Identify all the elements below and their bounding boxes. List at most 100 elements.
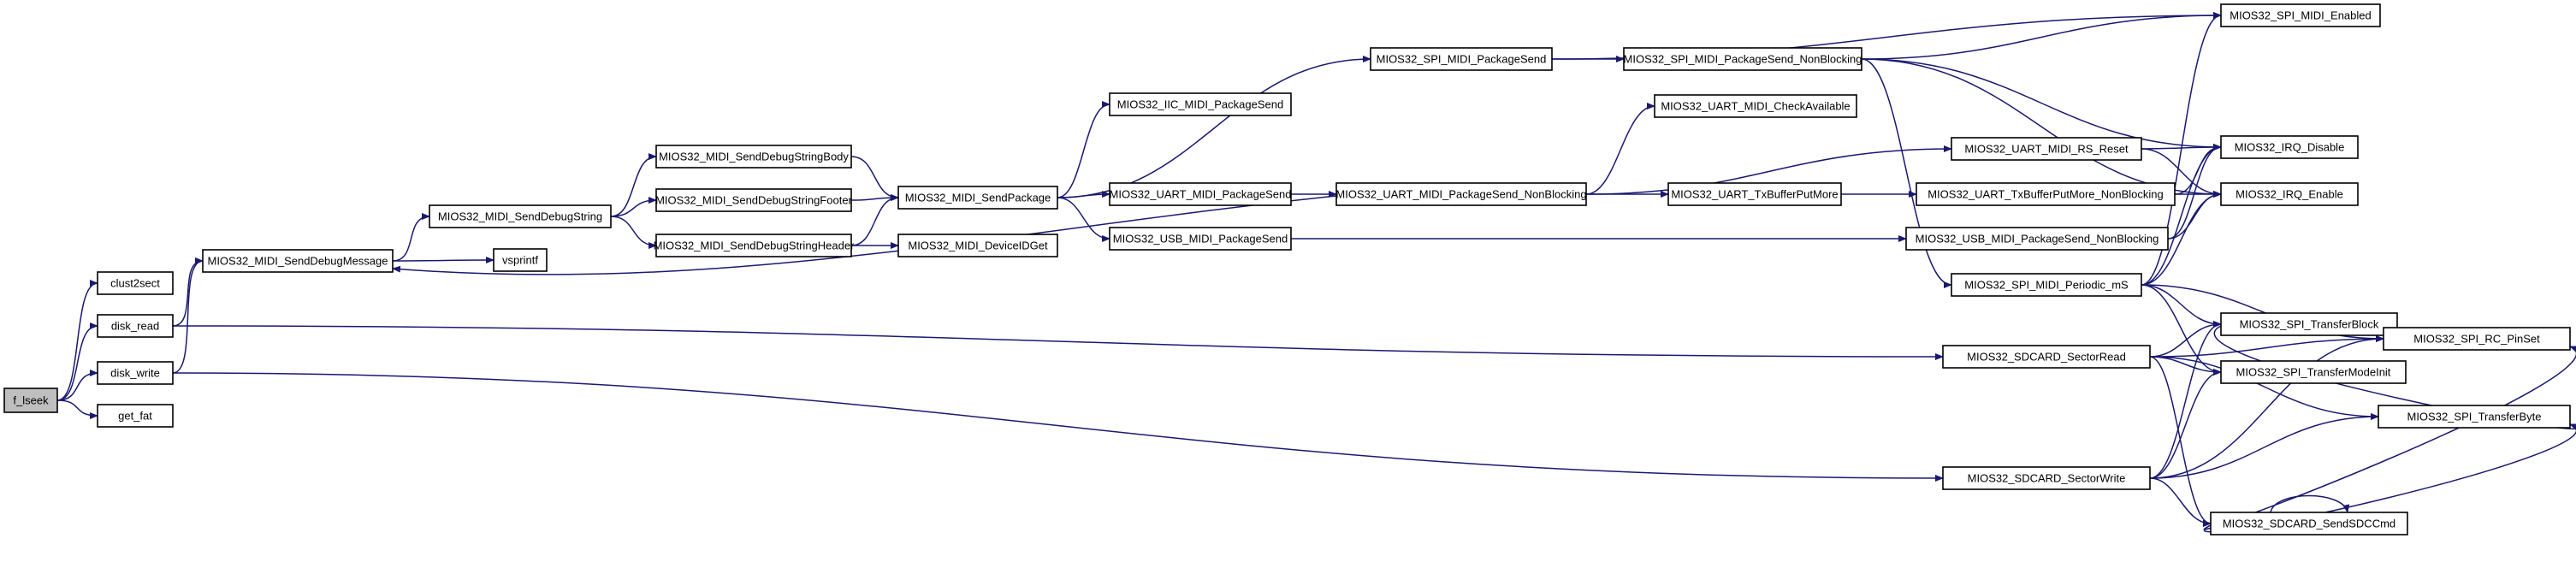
node-iic-package-send[interactable]: MIOS32_IIC_MIDI_PackageSend xyxy=(1109,92,1292,116)
node-label: MIOS32_SPI_MIDI_PackageSend xyxy=(1377,52,1547,65)
node-label: MIOS32_SDCARD_SendSDCCmd xyxy=(2223,517,2395,530)
node-clust2sect[interactable]: clust2sect xyxy=(97,271,174,295)
node-label: MIOS32_UART_TxBufferPutMore xyxy=(1671,187,1838,200)
node-box xyxy=(2220,135,2359,159)
node-box xyxy=(897,234,1058,257)
node-box xyxy=(2210,512,2408,535)
node-label: vsprintf xyxy=(502,253,538,266)
node-spi-transfer-byte[interactable]: MIOS32_SPI_TransferByte xyxy=(2378,405,2571,429)
edge-uart-package-send-nb-to-uart-check-available xyxy=(1585,103,1655,195)
node-label: MIOS32_MIDI_SendDebugStringFooter xyxy=(655,193,852,206)
node-box xyxy=(655,188,852,212)
node-label: MIOS32_USB_MIDI_PackageSend_NonBlocking xyxy=(1916,232,2159,245)
node-spi-transfer-mode-init[interactable]: MIOS32_SPI_TransferModeInit xyxy=(2220,360,2407,384)
edge-spi-transfer-block-to-spi-transfer-byte xyxy=(2213,325,2576,430)
node-box xyxy=(493,248,548,272)
edge-spi-periodic-to-spi-transfer-mode-init xyxy=(2141,284,2222,376)
node-label: MIOS32_SPI_TransferModeInit xyxy=(2236,365,2391,378)
node-vsprintf[interactable]: vsprintf xyxy=(493,248,548,272)
node-usb-package-send-nb[interactable]: MIOS32_USB_MIDI_PackageSend_NonBlocking xyxy=(1905,227,2169,251)
node-uart-tx-buffer-put-more-nb[interactable]: MIOS32_UART_TxBufferPutMore_NonBlocking xyxy=(1916,182,2176,206)
edge-disk-read-to-sdcard-sector-read xyxy=(172,325,1944,360)
node-box xyxy=(1667,182,1842,206)
node-box xyxy=(202,249,394,273)
node-box xyxy=(2378,405,2571,429)
node-device-id-get[interactable]: MIOS32_MIDI_DeviceIDGet xyxy=(897,234,1058,257)
node-label: MIOS32_IIC_MIDI_PackageSend xyxy=(1117,98,1283,110)
node-uart-rs-reset[interactable]: MIOS32_UART_MIDI_RS_Reset xyxy=(1951,137,2142,161)
node-box xyxy=(1916,182,2176,206)
node-box xyxy=(2220,182,2359,206)
edge-send-debug-message-to-vsprintf xyxy=(392,257,494,264)
node-spi-package-send-nb[interactable]: MIOS32_SPI_MIDI_PackageSend_NonBlocking xyxy=(1623,47,1862,71)
node-label: f_lseek xyxy=(13,393,49,406)
node-label: MIOS32_MIDI_SendDebugMessage xyxy=(207,254,388,267)
node-label: MIOS32_MIDI_DeviceIDGet xyxy=(908,239,1048,251)
edge-send-debug-string-body-to-send-package xyxy=(850,156,899,201)
node-box xyxy=(1623,47,1862,71)
node-box xyxy=(897,186,1058,210)
node-send-debug-string-header[interactable]: MIOS32_MIDI_SendDebugStringHeader xyxy=(654,234,856,257)
node-sdcard-sector-write[interactable]: MIOS32_SDCARD_SectorWrite xyxy=(1942,466,2151,490)
node-spi-midi-enabled[interactable]: MIOS32_SPI_MIDI_Enabled xyxy=(2220,3,2381,27)
edge-sdcard-sector-write-to-spi-transfer-mode-init xyxy=(2149,369,2222,479)
node-disk-read[interactable]: disk_read xyxy=(97,314,174,338)
node-label: disk_read xyxy=(111,319,159,332)
node-box xyxy=(1905,227,2169,251)
node-box xyxy=(2220,312,2398,336)
node-label: MIOS32_MIDI_SendDebugStringBody xyxy=(659,150,849,163)
node-label: MIOS32_USB_MIDI_PackageSend xyxy=(1113,232,1288,245)
node-send-debug-string[interactable]: MIOS32_MIDI_SendDebugString xyxy=(429,204,612,228)
node-send-debug-string-footer[interactable]: MIOS32_MIDI_SendDebugStringFooter xyxy=(655,188,853,212)
edge-spi-package-send-nb-to-irq-enable xyxy=(1861,58,2222,198)
node-irq-enable[interactable]: MIOS32_IRQ_Enable xyxy=(2220,182,2359,206)
edge-sdcard-sector-read-to-spi-transfer-byte xyxy=(2149,356,2379,420)
node-label: get_fat xyxy=(118,409,152,422)
edge-sdcard-sector-write-to-spi-transfer-block xyxy=(2149,321,2222,479)
node-box xyxy=(1109,182,1292,206)
node-layer: f_lseek clust2sect disk_read disk_write get_… xyxy=(3,3,2571,535)
node-uart-check-available[interactable]: MIOS32_UART_MIDI_CheckAvailable xyxy=(1654,94,1857,118)
edge-send-package-to-spi-package-send xyxy=(1057,56,1371,198)
edge-f-lseek-to-clust2sect xyxy=(56,280,98,401)
node-usb-package-send[interactable]: MIOS32_USB_MIDI_PackageSend xyxy=(1109,227,1292,251)
node-uart-tx-buffer-put-more[interactable]: MIOS32_UART_TxBufferPutMore xyxy=(1667,182,1842,206)
edge-f-lseek-to-get-fat xyxy=(56,399,98,419)
edge-send-package-to-usb-package-send xyxy=(1057,197,1110,242)
node-box xyxy=(2383,327,2571,351)
node-send-debug-string-body[interactable]: MIOS32_MIDI_SendDebugStringBody xyxy=(655,145,852,169)
node-label: MIOS32_MIDI_SendDebugStringHeader xyxy=(654,239,856,251)
node-label: MIOS32_UART_MIDI_RS_Reset xyxy=(1964,142,2129,155)
edge-uart-rs-reset-to-irq-enable xyxy=(2141,148,2222,198)
node-uart-package-send[interactable]: MIOS32_UART_MIDI_PackageSend xyxy=(1109,182,1292,206)
node-box xyxy=(1654,94,1857,118)
node-spi-package-send[interactable]: MIOS32_SPI_MIDI_PackageSend xyxy=(1370,47,1553,71)
node-label: clust2sect xyxy=(110,276,160,289)
node-send-debug-message[interactable]: MIOS32_MIDI_SendDebugMessage xyxy=(202,249,394,273)
node-spi-rc-pinset[interactable]: MIOS32_SPI_RC_PinSet xyxy=(2383,327,2571,351)
node-uart-package-send-nb[interactable]: MIOS32_UART_MIDI_PackageSend_NonBlocking xyxy=(1335,182,1587,206)
node-label: MIOS32_UART_MIDI_PackageSend_NonBlocking xyxy=(1335,187,1586,200)
node-spi-periodic[interactable]: MIOS32_SPI_MIDI_Periodic_mS xyxy=(1951,273,2142,297)
node-sdcard-sector-read[interactable]: MIOS32_SDCARD_SectorRead xyxy=(1942,345,2151,369)
edge-usb-package-send-nb-to-irq-disable xyxy=(2167,144,2222,240)
node-box xyxy=(2220,360,2407,384)
node-disk-write[interactable]: disk_write xyxy=(97,361,174,385)
node-box xyxy=(97,361,174,385)
node-get-fat[interactable]: get_fat xyxy=(97,404,174,428)
node-box xyxy=(429,204,612,228)
node-sdcard-send-sdc-cmd[interactable]: MIOS32_SDCARD_SendSDCCmd xyxy=(2210,512,2408,535)
edge-f-lseek-to-disk-write xyxy=(56,370,98,401)
edge-sdcard-sector-write-to-spi-rc-pinset xyxy=(2149,335,2384,479)
node-f-lseek[interactable]: f_lseek xyxy=(3,388,58,413)
node-irq-disable[interactable]: MIOS32_IRQ_Disable xyxy=(2220,135,2359,159)
node-box xyxy=(97,271,174,295)
node-box xyxy=(1951,137,2142,161)
edge-f-lseek-to-disk-read xyxy=(56,322,98,401)
node-label: MIOS32_SPI_MIDI_Periodic_mS xyxy=(1964,278,2129,291)
node-spi-transfer-block[interactable]: MIOS32_SPI_TransferBlock xyxy=(2220,312,2398,336)
edge-disk-write-to-send-debug-message xyxy=(172,257,204,374)
node-label: MIOS32_MIDI_SendPackage xyxy=(905,191,1051,204)
node-send-package[interactable]: MIOS32_MIDI_SendPackage xyxy=(897,186,1058,210)
edge-send-debug-string-to-send-debug-string-header xyxy=(610,216,657,249)
